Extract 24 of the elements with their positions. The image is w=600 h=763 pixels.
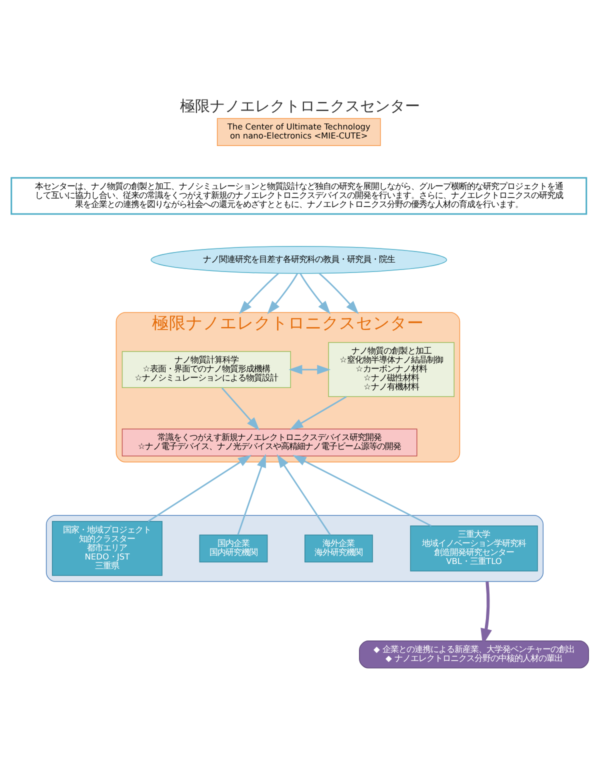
node-box: 海外企業 海外研究機関: [304, 534, 373, 562]
node-box: 国内企業 国内研究機関: [199, 534, 268, 562]
node-box: The Center of Ultimate Technology on nano-Electronics <MIE-CUTE>: [216, 118, 381, 146]
node-ellipse: ナノ関連研究を目差す各研究科の教員・研究員・院生: [150, 245, 448, 274]
node-box: 本センターは、ナノ物質の創製と加工、ナノシミュレーションと物質設計など独自の研究を展開しながら、グループ横断的な研究プロジェクトを通して互いに協力し合い、従来の常識をくつがえす新規のナノエレクトロニクスデバイスの開発を行います。さらに、ナノエレクトロニクスの研究成果を企業との連携を図りながら社会への還元をめざすとともに、ナノエレクトロニクス分野の優秀な人材の育成を行います。: [10, 176, 588, 214]
node-box: ナノ物質の創製と加工 ☆窒化物半導体ナノ結晶制御 ☆カーボンナノ材料 ☆ナノ磁性材料 ☆ナノ有機材料: [328, 342, 454, 397]
arrow: [290, 396, 347, 430]
diagram-title: 極限ナノエレクトロニクスセンター: [180, 96, 420, 115]
node-box: ナノ物質計算科学 ☆表面・界面でのナノ物質形成機構 ☆ナノシミュレーションによる物質設計: [122, 350, 291, 388]
arrow: [237, 453, 266, 535]
node-box: ◆ 企業との連携による新産業、大学発ベンチャーの創出 ◆ ナノエレクトロニクス分野の中核的人材の輩出: [359, 640, 589, 668]
arrow: [300, 272, 331, 314]
arrow: [221, 387, 260, 430]
arrow: [148, 454, 252, 522]
arrow: [238, 272, 279, 314]
cluster: [46, 514, 544, 582]
arrow: [288, 364, 331, 374]
node-box: 国家・地域プロジェクト 知的クラスター 都市エリア NEDO・JST 三重県: [52, 520, 162, 576]
arrow: [292, 454, 432, 526]
node-box: 三重大学 地域イノベーション学研究科 創造開発研究センター VBL・三重TLO: [410, 525, 538, 571]
arrow: [267, 272, 298, 314]
arrow: [276, 454, 331, 535]
arrow: [318, 272, 359, 314]
node-box: 常識をくつがえす新規ナノエレクトロニクスデバイス研究開発 ☆ナノ電子デバイス、ナノ光デバイスや高精細ナノ電子ビーム源等の開発: [122, 428, 418, 456]
